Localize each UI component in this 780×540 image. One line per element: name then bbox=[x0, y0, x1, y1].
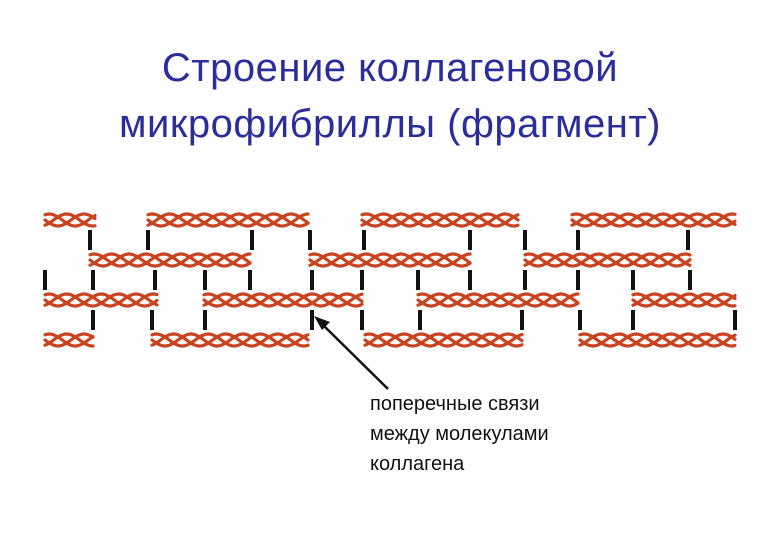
helix-strand bbox=[43, 212, 97, 228]
helix-strand bbox=[43, 332, 95, 348]
helix-strand bbox=[363, 332, 524, 348]
helix-strand bbox=[523, 252, 692, 268]
collagen-molecule bbox=[363, 332, 524, 348]
diagram-title: Строение коллагеновой микрофибриллы (фра… bbox=[0, 40, 780, 152]
helix-strand bbox=[43, 332, 95, 348]
helix-strand bbox=[363, 332, 524, 348]
helix-strand bbox=[416, 292, 580, 308]
helix-strand bbox=[308, 252, 472, 268]
helix-strand bbox=[146, 212, 310, 228]
annotation-line-3: коллагена bbox=[370, 453, 465, 475]
helix-strand bbox=[88, 252, 252, 268]
helix-strand bbox=[416, 292, 580, 308]
helix-strand bbox=[43, 292, 159, 308]
title-line-2: микрофибриллы (фрагмент) bbox=[119, 102, 661, 146]
arrow-head bbox=[314, 316, 330, 330]
helix-strand bbox=[43, 212, 97, 228]
helix-strand bbox=[578, 332, 737, 348]
collagen-molecule bbox=[146, 212, 310, 228]
helix-strand bbox=[202, 292, 364, 308]
collagen-molecule bbox=[416, 292, 580, 308]
helix-strand bbox=[202, 292, 364, 308]
helix-strand bbox=[150, 332, 310, 348]
helix-strand bbox=[360, 212, 520, 228]
helix-strand bbox=[570, 212, 737, 228]
collagen-molecule bbox=[523, 252, 692, 268]
collagen-molecule bbox=[308, 252, 472, 268]
helix-strand bbox=[150, 332, 310, 348]
helix-strand bbox=[631, 292, 737, 308]
helix-strand bbox=[88, 252, 252, 268]
collagen-molecule bbox=[43, 332, 95, 348]
helix-strand bbox=[363, 332, 524, 348]
helix-strand bbox=[150, 332, 310, 348]
helix-strand bbox=[631, 292, 737, 308]
collagen-molecule bbox=[43, 292, 159, 308]
helix-strand bbox=[578, 332, 737, 348]
molecules-group bbox=[43, 212, 737, 348]
collagen-molecule bbox=[43, 212, 97, 228]
collagen-molecule bbox=[578, 332, 737, 348]
collagen-molecule bbox=[360, 212, 520, 228]
crosslinks-group bbox=[43, 230, 737, 330]
helix-strand bbox=[570, 212, 737, 228]
annotation-line-1: поперечные связи bbox=[370, 393, 540, 415]
collagen-molecule bbox=[150, 332, 310, 348]
helix-strand bbox=[308, 252, 472, 268]
helix-strand bbox=[578, 332, 737, 348]
helix-strand bbox=[202, 292, 364, 308]
helix-strand bbox=[360, 212, 520, 228]
helix-strand bbox=[43, 292, 159, 308]
collagen-molecule bbox=[88, 252, 252, 268]
crosslink-annotation: поперечные связи между молекулами коллаг… bbox=[370, 389, 549, 479]
helix-strand bbox=[146, 212, 310, 228]
helix-strand bbox=[523, 252, 692, 268]
arrow-shaft bbox=[321, 323, 389, 390]
annotation-line-2: между молекулами bbox=[370, 423, 549, 445]
collagen-molecule bbox=[570, 212, 737, 228]
helix-strand bbox=[631, 292, 737, 308]
collagen-molecule bbox=[631, 292, 737, 308]
title-line-1: Строение коллагеновой bbox=[161, 46, 619, 90]
collagen-molecule bbox=[202, 292, 364, 308]
annotation-arrow bbox=[314, 316, 389, 390]
helix-strand bbox=[360, 212, 520, 228]
helix-strand bbox=[43, 212, 97, 228]
